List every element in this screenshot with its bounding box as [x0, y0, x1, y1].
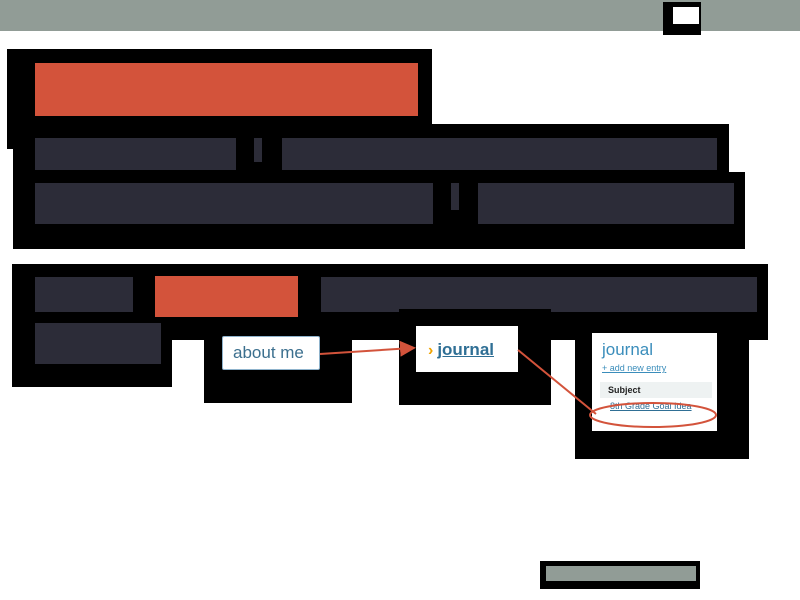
- journal-nav-link[interactable]: ›journal: [416, 326, 518, 372]
- subject-column-header: Subject: [600, 382, 712, 398]
- tab-placeholder-active[interactable]: [155, 276, 298, 317]
- bottom-bar-button[interactable]: [546, 566, 696, 581]
- chevron-right-icon: ›: [428, 342, 434, 359]
- nav-placeholder[interactable]: [35, 183, 433, 224]
- journal-link-label: journal: [437, 340, 494, 359]
- tab-placeholder[interactable]: [35, 277, 133, 312]
- add-new-entry-link[interactable]: + add new entry: [602, 363, 667, 373]
- journal-panel-title: journal: [602, 340, 654, 359]
- about-me-link[interactable]: about me: [222, 336, 320, 370]
- nav-placeholder[interactable]: [35, 138, 236, 170]
- title-placeholder-bar: [35, 63, 418, 116]
- callout-frame: [531, 383, 551, 401]
- nav-placeholder[interactable]: [478, 183, 734, 224]
- nav-divider: [451, 183, 459, 210]
- journal-panel: journal + add new entry Subject 8th Grad…: [592, 333, 717, 431]
- tab-placeholder[interactable]: [35, 323, 161, 364]
- journal-entry-link[interactable]: 8th Grade Goal Idea: [610, 401, 692, 411]
- about-me-label: about me: [233, 343, 304, 362]
- tab-placeholder[interactable]: [321, 277, 757, 312]
- nav-placeholder[interactable]: [282, 138, 717, 170]
- top-bar-button-face: [673, 7, 699, 24]
- nav-divider: [254, 138, 262, 162]
